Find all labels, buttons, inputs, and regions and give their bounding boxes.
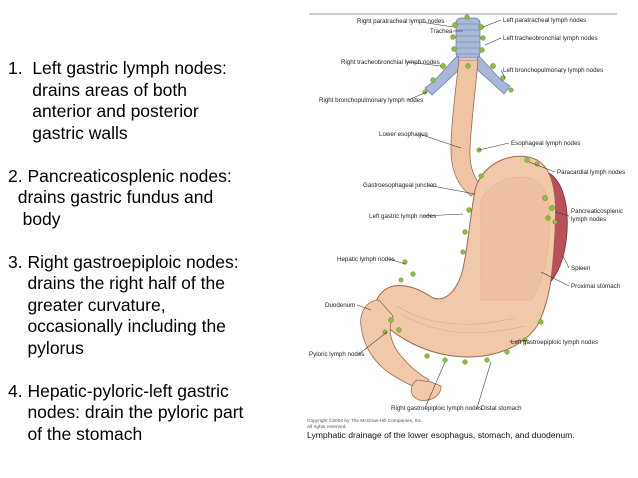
- proximal-stomach-region: [480, 176, 550, 301]
- label-pyloric: Pyloric lymph nodes: [309, 351, 364, 358]
- list-line: greater curvature,: [8, 294, 166, 315]
- list-item-pancreaticosplenic: 2. Pancreaticosplenic nodes: drains gast…: [8, 166, 308, 231]
- label-pancreaticosplenic-2: lymph nodes: [571, 216, 606, 223]
- label-left-gastroepiploic: Left gastroepiploic lymph nodes: [511, 339, 598, 346]
- label-esophageal-lymph: Esophageal lymph nodes: [511, 140, 581, 147]
- lymphatic-drainage-figure: Right paratracheal lymph nodes Trachea R…: [305, 0, 638, 478]
- label-right-bronchopulmonary: Right bronchopulmonary lymph nodes: [319, 97, 423, 104]
- list-line: 1. Left gastric lymph nodes:: [8, 58, 227, 78]
- list-item-hepatic-pyloric: 4. Hepatic-pyloric-left gastric nodes: d…: [8, 381, 308, 446]
- left-bronchus: [472, 55, 511, 95]
- list-line: pylorus: [8, 337, 84, 358]
- list-line: of the stomach: [8, 423, 143, 444]
- label-hepatic: Hepatic lymph nodes: [337, 256, 395, 263]
- label-lower-esophagus: Lower esophagus: [379, 131, 428, 138]
- label-leader-lines: [356, 19, 570, 409]
- paratracheal-nodes: [450, 14, 486, 53]
- label-duodenum: Duodenum: [325, 302, 355, 309]
- list-line: body: [8, 208, 61, 229]
- label-right-gastroepiploic: Right gastroepiploic lymph nodes: [391, 405, 482, 412]
- label-left-paratracheal: Left paratracheal lymph nodes: [503, 17, 586, 24]
- figure-caption: Lymphatic drainage of the lower esophagu…: [307, 430, 575, 440]
- label-spleen: Spleen: [571, 265, 591, 272]
- copyright-line-2: All rights reserved.: [307, 424, 347, 430]
- label-gastroesophageal: Gastroesophageal junction: [363, 182, 437, 189]
- list-line: nodes: drain the pyloric part: [8, 402, 244, 422]
- label-pancreaticosplenic-1: Pancreaticosplenic: [571, 208, 623, 215]
- hepatic-nodes: [398, 259, 416, 283]
- list-line: 3. Right gastroepiploic nodes:: [8, 251, 239, 272]
- duodenum-loop: [410, 379, 442, 401]
- figure-labels: Right paratracheal lymph nodes Trachea R…: [309, 17, 625, 412]
- pancreaticosplenic-nodes: [542, 195, 558, 225]
- anatomy-illustration: Right paratracheal lymph nodes Trachea R…: [307, 13, 625, 440]
- left-gastric-nodes: [460, 207, 472, 255]
- label-paracardial: Paracardial lymph nodes: [557, 169, 625, 176]
- tracheobronchial-nodes: [422, 63, 514, 95]
- duodenum: [360, 299, 430, 389]
- copyright-line-1: Copyright ©2004 by The McGraw-Hill Compa…: [307, 417, 422, 424]
- label-right-paratracheal: Right paratracheal lymph nodes: [357, 18, 444, 25]
- list-line: anterior and posterior: [8, 101, 199, 121]
- label-left-tracheobronchial: Left tracheobronchial lymph nodes: [503, 35, 598, 42]
- list-line: gastric walls: [8, 122, 128, 143]
- list-line: drains areas of both: [8, 79, 187, 100]
- lymph-drainage-list: 1. Left gastric lymph nodes: drains area…: [8, 58, 308, 445]
- label-trachea: Trachea: [430, 28, 453, 35]
- list-line: drains the right half of the: [8, 273, 225, 293]
- list-item-right-gastroepiploic: 3. Right gastroepiploic nodes: drains th…: [8, 252, 308, 360]
- list-line: 2. Pancreaticosplenic nodes:: [8, 165, 232, 186]
- list-item-left-gastric: 1. Left gastric lymph nodes: drains area…: [8, 58, 308, 144]
- label-right-tracheobronchial: Right tracheobronchial lymph nodes: [341, 59, 440, 66]
- list-line: 4. Hepatic-pyloric-left gastric: [8, 380, 229, 401]
- esophageal-nodes: [476, 147, 484, 179]
- label-left-gastric: Left gastric lymph nodes: [369, 213, 436, 220]
- paracardial-nodes: [524, 157, 540, 167]
- label-distal-stomach: Distal stomach: [481, 405, 522, 412]
- list-line: drains gastric fundus and: [8, 187, 214, 207]
- list-line: occasionally including the: [8, 316, 226, 336]
- label-proximal-stomach: Proximal stomach: [571, 283, 621, 290]
- esophagus: [450, 59, 484, 197]
- label-left-bronchopulmonary: Left bronchopulmonary lymph nodes: [503, 67, 603, 74]
